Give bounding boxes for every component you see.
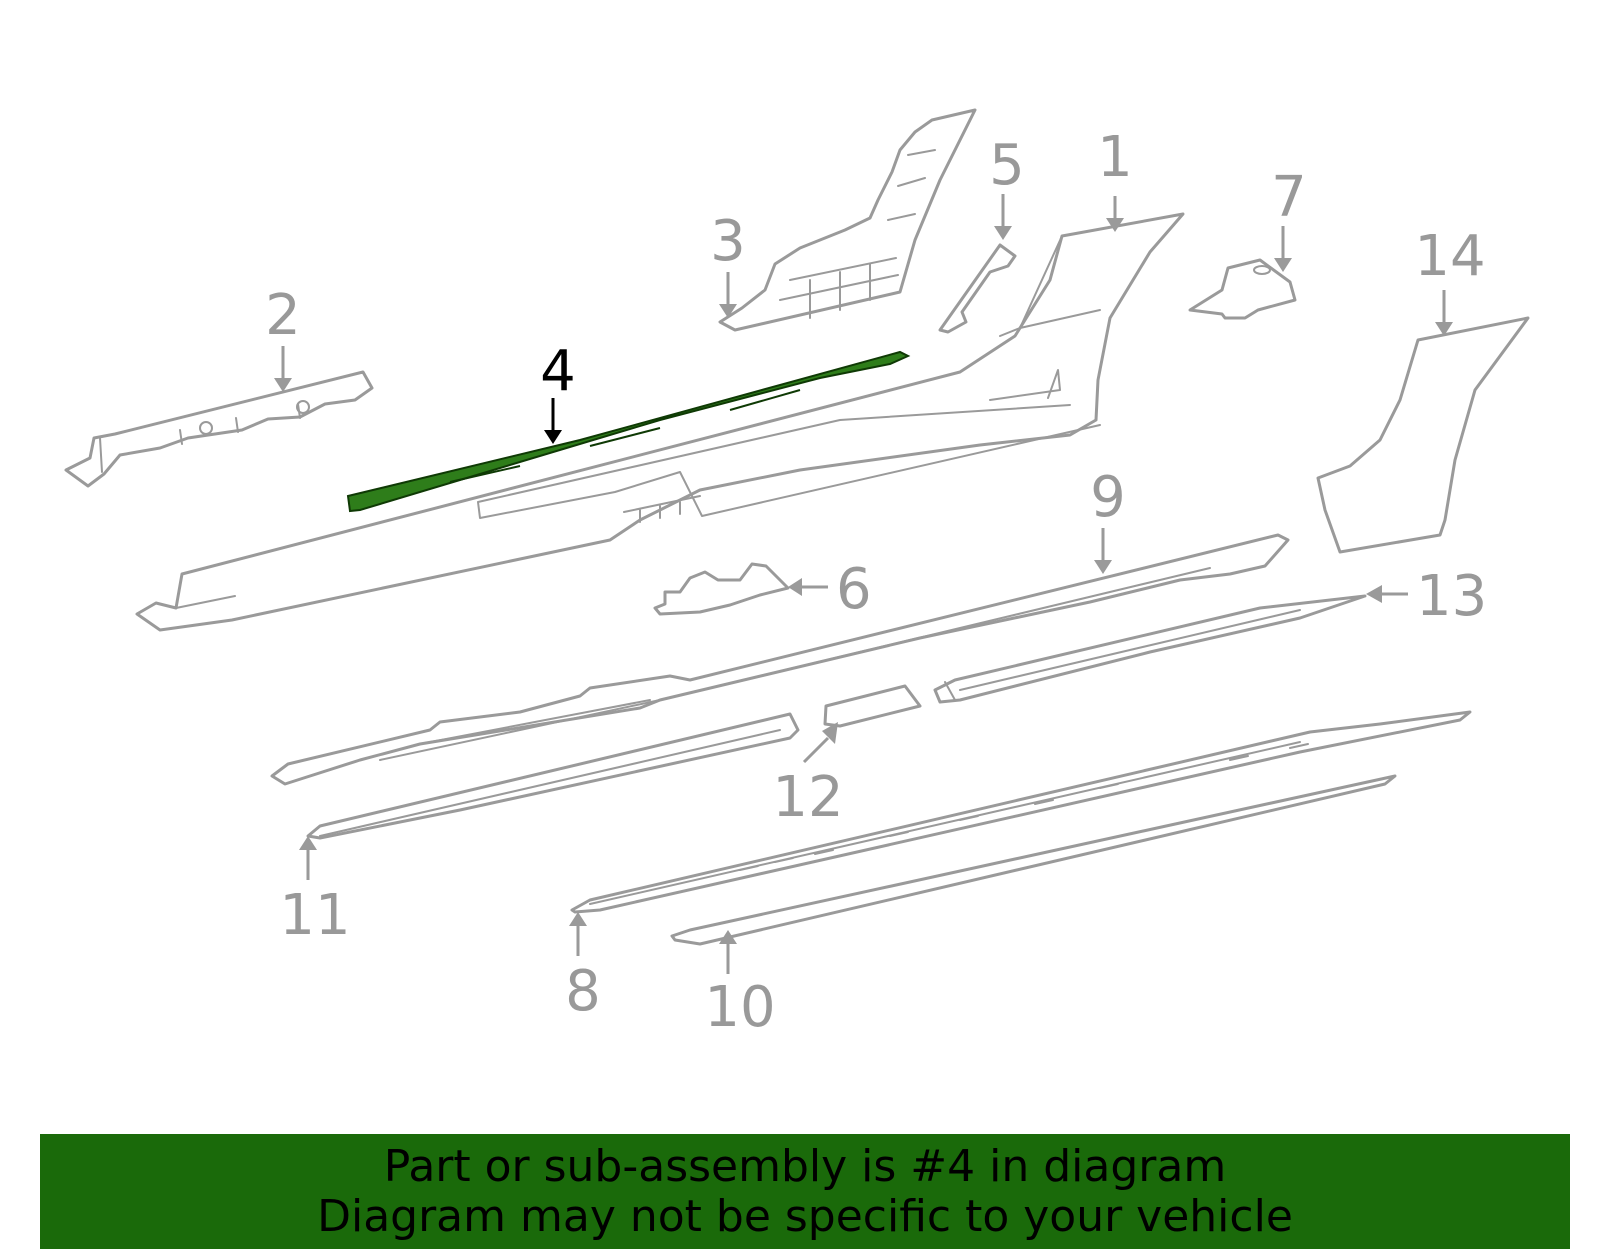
- callout-11: 11: [279, 836, 351, 948]
- part-6-bracket[interactable]: [653, 562, 790, 616]
- part-4-molding[interactable]: [346, 350, 911, 513]
- part-9-rocker-molding[interactable]: [270, 533, 1290, 786]
- banner-line-1: Part or sub-assembly is #4 in diagram: [383, 1140, 1227, 1192]
- callout-4: 4: [540, 339, 576, 444]
- callout-label-13: 13: [1416, 564, 1487, 629]
- part-12-short-molding[interactable]: [823, 684, 922, 728]
- callout-8: 8: [565, 912, 601, 1024]
- part-1-rocker-panel[interactable]: [135, 212, 1185, 632]
- callout-13: 13: [1366, 564, 1487, 629]
- part-3-pillar-reinforcement[interactable]: [718, 108, 977, 332]
- callout-label-12: 12: [772, 765, 843, 830]
- part-10-lower-strip[interactable]: [670, 774, 1397, 946]
- callout-label-2: 2: [265, 283, 301, 348]
- callout-5: 5: [989, 133, 1025, 240]
- callout-label-3: 3: [710, 209, 746, 274]
- callout-9: 9: [1090, 465, 1126, 574]
- callout-6: 6: [788, 557, 872, 622]
- callout-label-7: 7: [1271, 165, 1307, 230]
- callout-12: 12: [772, 722, 844, 830]
- part-11-lower-strip[interactable]: [306, 712, 800, 840]
- banner-line-2: Diagram may not be specific to your vehi…: [317, 1190, 1293, 1242]
- callout-14: 14: [1414, 224, 1486, 336]
- callout-label-1: 1: [1097, 125, 1133, 190]
- part-7-clip[interactable]: [1188, 258, 1297, 320]
- callout-label-8: 8: [565, 959, 601, 1024]
- callout-7: 7: [1271, 165, 1307, 272]
- callout-label-14: 14: [1414, 224, 1485, 289]
- info-banner: Part or sub-assembly is #4 in diagram Di…: [40, 1134, 1570, 1249]
- part-8-lower-strip[interactable]: [570, 710, 1472, 914]
- part-13-molding[interactable]: [933, 594, 1367, 704]
- callout-label-4: 4: [540, 339, 576, 404]
- part-2-bracket[interactable]: [64, 370, 374, 488]
- part-14-trim-panel[interactable]: [1316, 316, 1530, 554]
- callout-label-9: 9: [1090, 465, 1126, 530]
- part-5-strip[interactable]: [938, 243, 1017, 334]
- callout-label-11: 11: [279, 883, 350, 948]
- callout-3: 3: [710, 209, 746, 318]
- callout-label-5: 5: [989, 133, 1025, 198]
- callout-1: 1: [1097, 125, 1133, 232]
- callout-label-10: 10: [704, 975, 775, 1040]
- callout-2: 2: [265, 283, 301, 392]
- callout-label-6: 6: [836, 557, 872, 622]
- callout-10: 10: [704, 930, 776, 1040]
